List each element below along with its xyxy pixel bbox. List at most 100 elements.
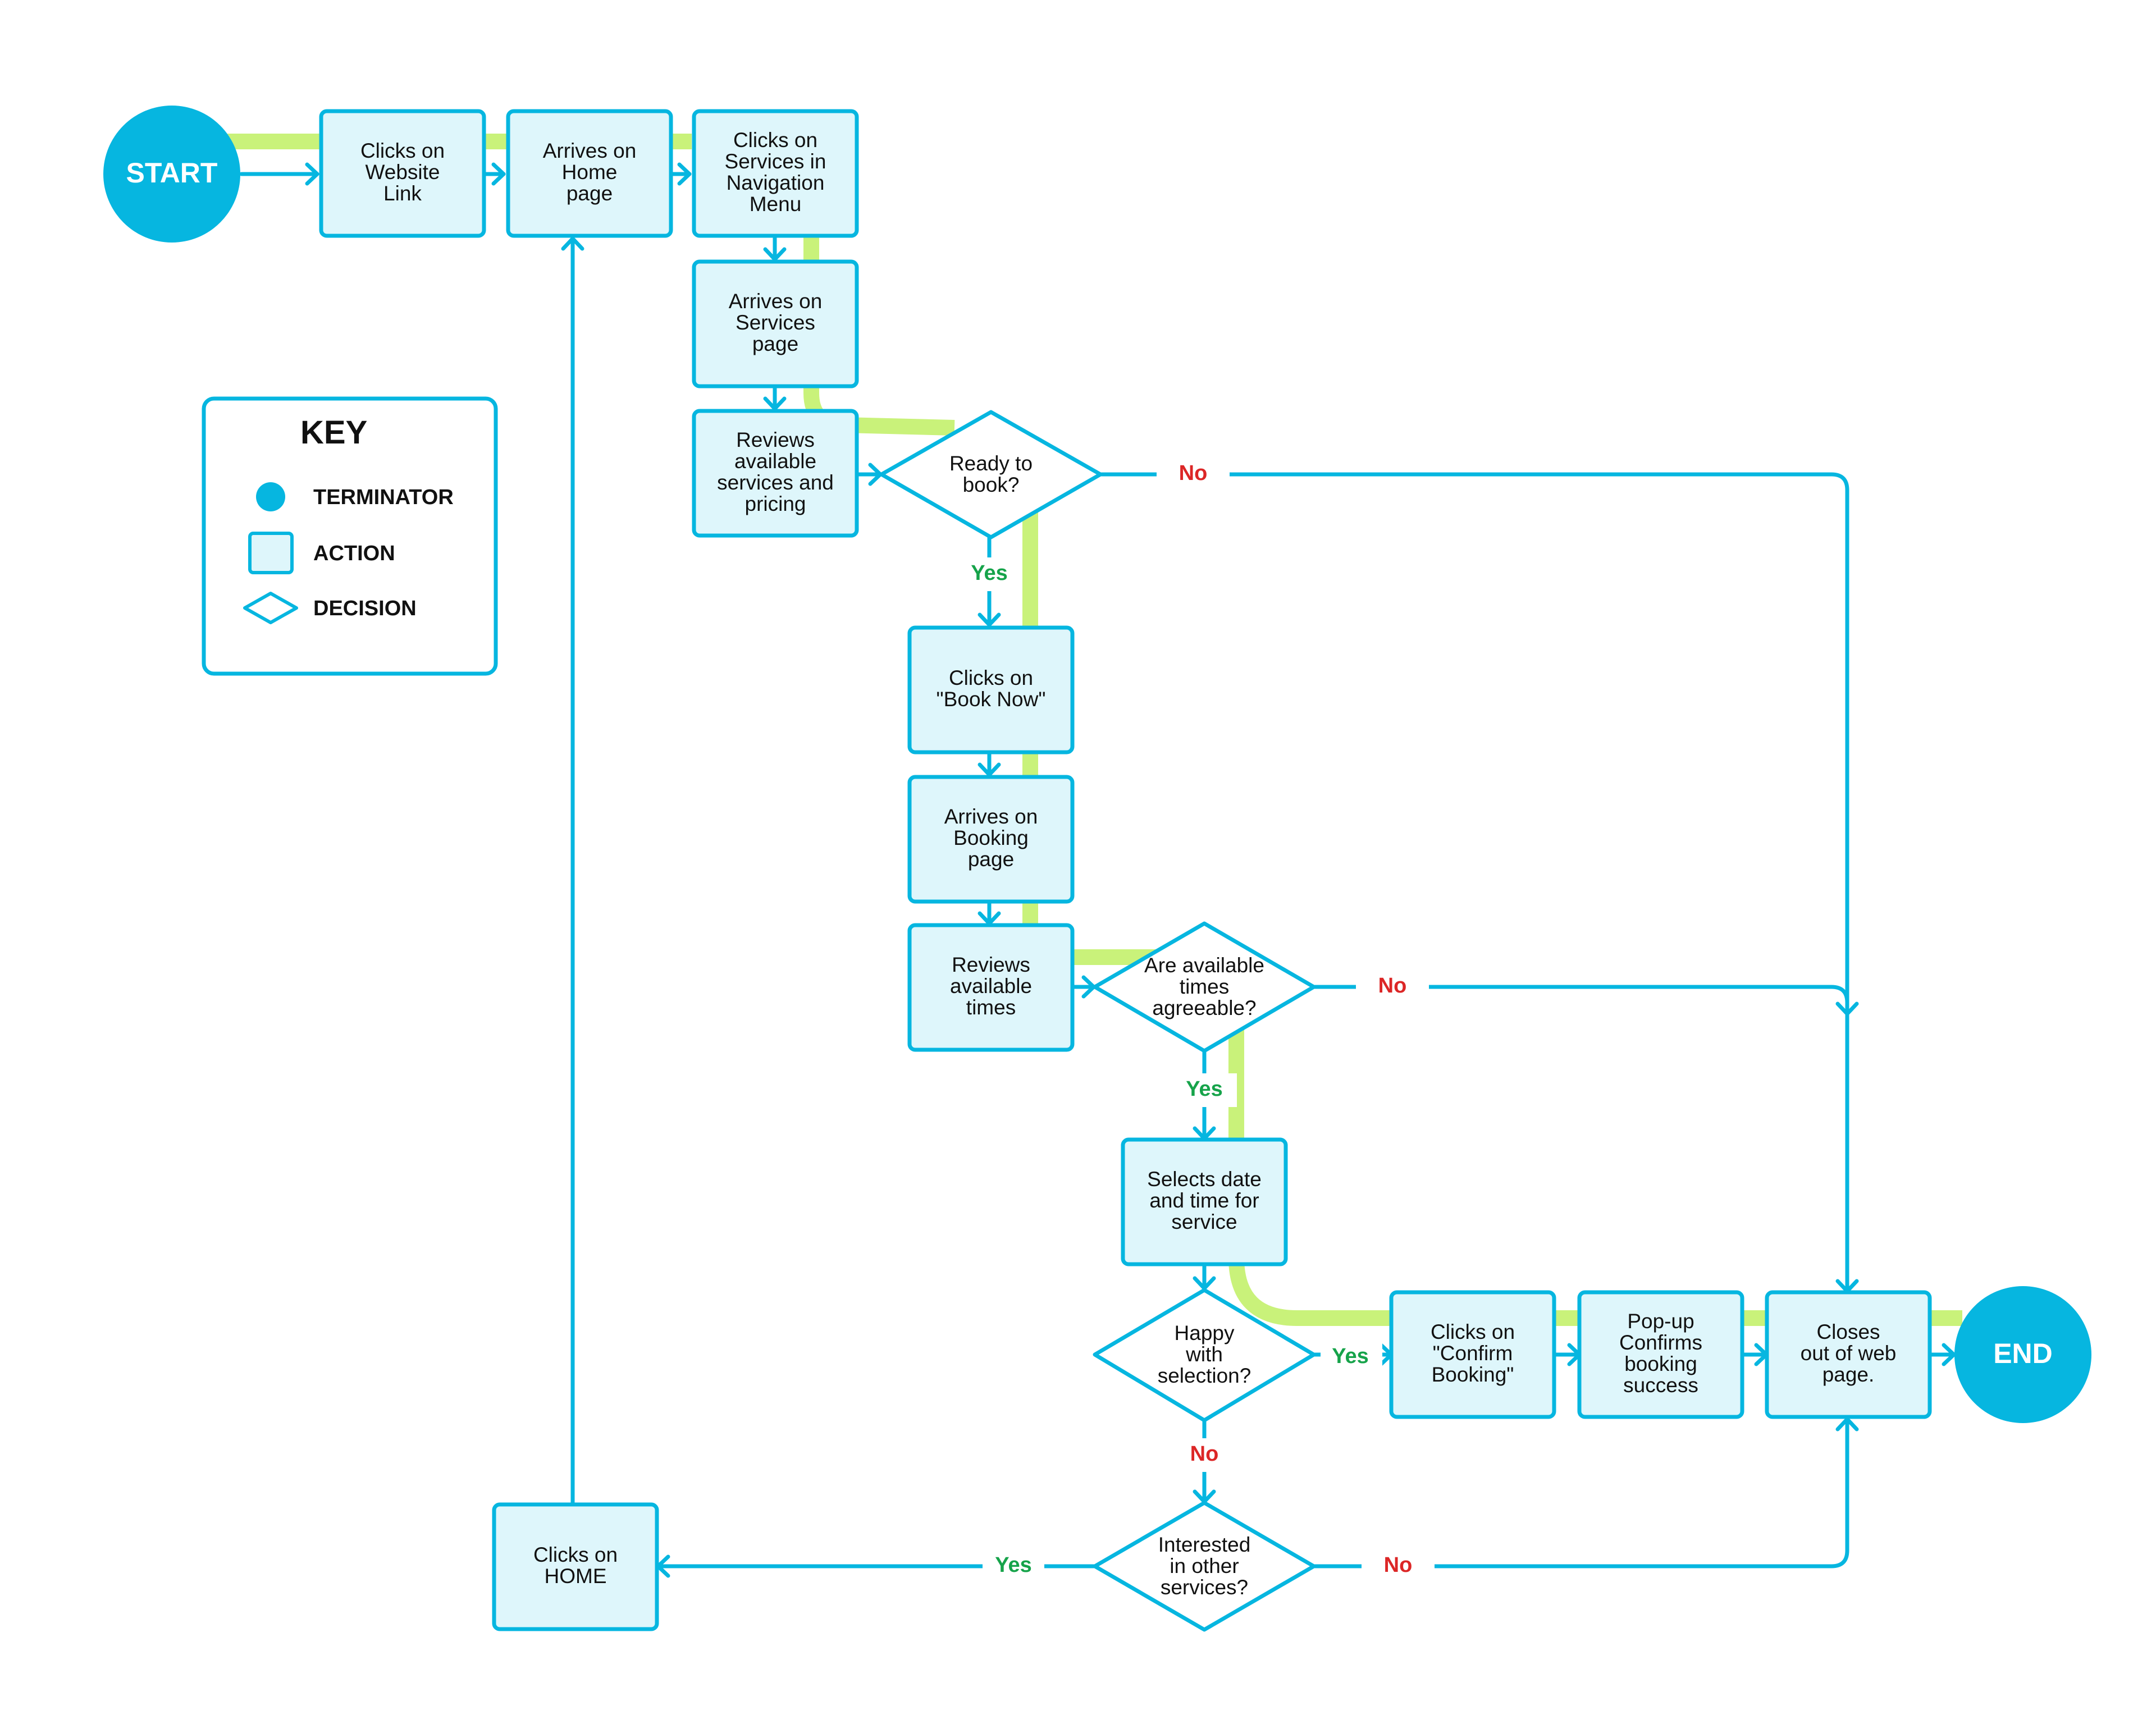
label-line: service xyxy=(1171,1210,1237,1233)
happy-path-highlight xyxy=(227,134,1962,1326)
label-line: HOME xyxy=(545,1565,607,1588)
label-line: success xyxy=(1623,1374,1698,1397)
interested-yes-label: Yes xyxy=(995,1553,1032,1577)
label-line: with xyxy=(1185,1343,1223,1366)
label-line: out of web xyxy=(1801,1342,1897,1365)
label-line: Home xyxy=(562,161,618,184)
key-action-label: ACTION xyxy=(313,542,395,565)
label-line: Ready to xyxy=(949,452,1033,475)
label-line: page xyxy=(567,182,613,205)
start-terminator: START xyxy=(103,106,240,243)
label-line: pricing xyxy=(745,492,806,515)
action-label: Clicks on"Book Now" xyxy=(937,666,1046,711)
label-line: Clicks on xyxy=(733,129,817,152)
label-line: available xyxy=(950,975,1032,998)
label-line: page. xyxy=(1822,1363,1875,1386)
label-line: services? xyxy=(1161,1576,1248,1599)
label-line: Menu xyxy=(750,193,802,216)
label-line: times xyxy=(1180,975,1229,998)
end-terminator: END xyxy=(1954,1286,2091,1423)
label-line: Pop-up xyxy=(1627,1310,1694,1333)
interested-no-label: No xyxy=(1384,1553,1413,1577)
ready-no-label: No xyxy=(1179,461,1208,485)
times-no-label: No xyxy=(1378,974,1407,998)
label-line: Reviews xyxy=(952,953,1030,976)
label-line: booking xyxy=(1624,1352,1697,1375)
label-line: Happy xyxy=(1175,1321,1235,1344)
label-line: in other xyxy=(1170,1554,1239,1577)
happy-yes-label: Yes xyxy=(1332,1344,1369,1368)
label-line: Closes xyxy=(1816,1320,1880,1343)
start-label: START xyxy=(126,157,218,189)
end-label: END xyxy=(1993,1338,2053,1369)
label-line: agreeable? xyxy=(1152,996,1256,1019)
key-terminator-label: TERMINATOR xyxy=(313,486,454,509)
times-yes-label: Yes xyxy=(1186,1077,1223,1101)
label-line: Booking" xyxy=(1432,1363,1514,1386)
label-line: Services xyxy=(736,311,815,334)
label-line: Arrives on xyxy=(944,805,1038,828)
label-line: Navigation xyxy=(727,171,825,194)
label-line: services and xyxy=(717,471,834,494)
label-line: available xyxy=(734,450,816,473)
happy-no-label: No xyxy=(1190,1442,1219,1466)
label-line: Clicks on xyxy=(1431,1320,1515,1343)
label-line: times xyxy=(966,996,1016,1019)
label-line: Clicks on xyxy=(949,666,1033,689)
label-line: Selects date xyxy=(1147,1168,1262,1191)
terminator-swatch-icon xyxy=(256,482,285,511)
label-line: Clicks on xyxy=(360,139,445,162)
ready-yes-label: Yes xyxy=(971,561,1008,585)
label-line: page xyxy=(752,332,798,355)
label-line: Link xyxy=(383,182,422,205)
label-line: "Confirm xyxy=(1433,1342,1513,1365)
label-line: page xyxy=(968,848,1014,871)
label-line: Services in xyxy=(725,150,826,173)
label-line: Arrives on xyxy=(543,139,637,162)
label-line: Booking xyxy=(953,826,1029,849)
label-line: book? xyxy=(963,473,1020,496)
label-line: Confirms xyxy=(1619,1331,1702,1354)
label-line: Interested xyxy=(1158,1533,1251,1556)
key-decision-label: DECISION xyxy=(313,597,417,620)
label-line: and time for xyxy=(1149,1189,1259,1212)
label-line: Website xyxy=(366,161,440,184)
label-line: Clicks on xyxy=(533,1543,618,1566)
decision-swatch-icon xyxy=(243,592,298,624)
label-line: Reviews xyxy=(736,428,815,451)
label-line: Are available xyxy=(1144,954,1264,977)
label-line: Arrives on xyxy=(729,290,823,313)
